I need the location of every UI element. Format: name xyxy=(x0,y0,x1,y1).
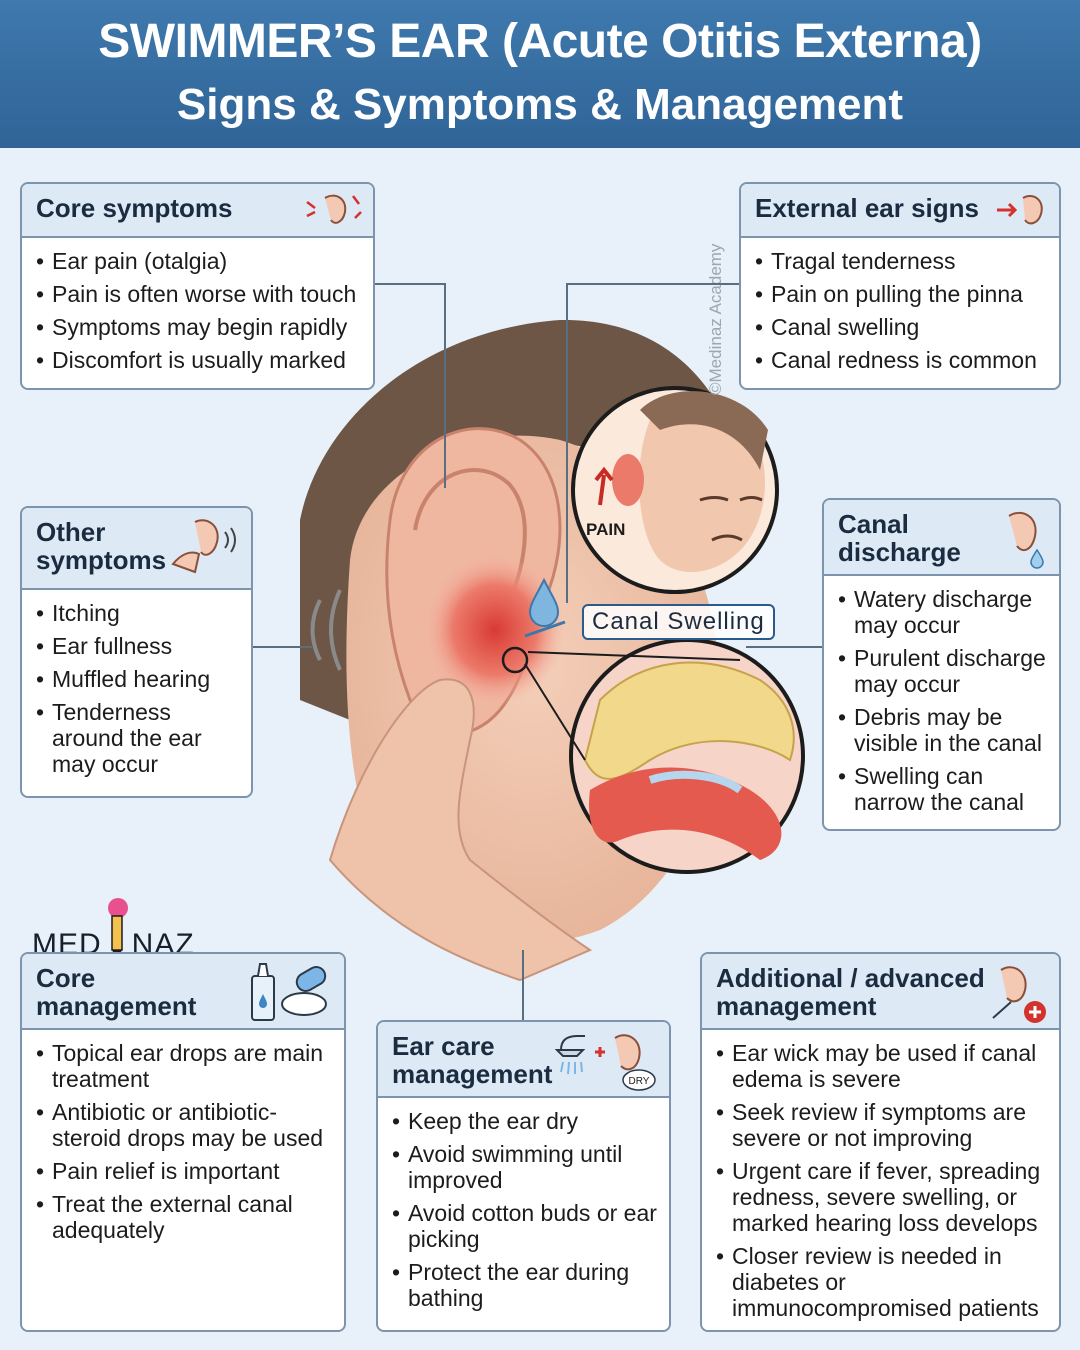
ear-pain-icon xyxy=(306,194,362,224)
sound-wave-icon xyxy=(310,599,322,661)
card-header: Other symptoms xyxy=(22,508,251,590)
header-banner: SWIMMER’S EAR (Acute Otitis Externa) Sig… xyxy=(0,0,1080,148)
list-item: Seek review if symptoms are severe or no… xyxy=(716,1099,1049,1151)
list-item: Avoid cotton buds or ear picking xyxy=(392,1200,659,1252)
canal-marker xyxy=(501,646,529,674)
card-core-management: Core management Topical ear drops are ma… xyxy=(20,952,346,1332)
card-header: Ear care management DRY xyxy=(378,1022,669,1098)
bone-tissue xyxy=(583,661,795,780)
list-item: Watery discharge may occur xyxy=(838,586,1049,638)
sound-wave-icon xyxy=(329,589,342,671)
card-ear-care-management: Ear care management DRY Keep the ear dry… xyxy=(376,1020,671,1332)
list-item: Discomfort is usually marked xyxy=(36,347,363,373)
card-title-line1: Canal xyxy=(838,509,909,539)
list-item: Antibiotic or antibiotic-steroid drops m… xyxy=(36,1099,334,1151)
hand-shape xyxy=(328,678,593,982)
page-subtitle: Signs & Symptoms & Management xyxy=(176,80,904,129)
list-item: Purulent discharge may occur xyxy=(838,645,1049,697)
leader-line xyxy=(444,283,446,488)
dry-badge: DRY xyxy=(629,1076,650,1087)
list-item: Pain on pulling the pinna xyxy=(755,281,1049,307)
list-item: Keep the ear dry xyxy=(392,1108,659,1134)
hand-ear-icon xyxy=(171,519,236,574)
card-advanced-management: Additional / advanced management Ear wic… xyxy=(700,952,1061,1332)
list-item: Ear fullness xyxy=(36,633,241,659)
card-title-line1: Additional / advanced xyxy=(716,963,985,993)
leader-line xyxy=(522,950,524,1022)
page-title: SWIMMER’S EAR (Acute Otitis Externa) xyxy=(98,15,982,68)
pain-label: PAIN xyxy=(586,520,626,539)
card-core-symptoms: Core symptoms Ear pain (otalgia) Pain is… xyxy=(20,182,375,390)
leader-line xyxy=(252,646,312,648)
card-title-line1: Other xyxy=(36,517,106,547)
list-item: Swelling can narrow the canal xyxy=(838,763,1049,815)
card-header: Additional / advanced management xyxy=(702,954,1059,1030)
canal-fluid xyxy=(648,770,743,794)
swab-icon xyxy=(524,620,566,638)
card-header: Core symptoms xyxy=(22,184,373,238)
shower-ear-dry-icon: DRY xyxy=(555,1034,656,1091)
list-item: Ear wick may be used if canal edema is s… xyxy=(716,1040,1049,1092)
list-item: Closer review is needed in diabetes or i… xyxy=(716,1243,1049,1321)
face-hair xyxy=(640,391,768,470)
inset-connector xyxy=(524,663,586,761)
card-canal-discharge: Canal discharge Watery discharge may occ… xyxy=(822,498,1061,831)
inset-ear xyxy=(612,454,644,506)
card-header: External ear signs xyxy=(741,184,1059,238)
leader-line xyxy=(746,646,822,648)
list-item: Itching xyxy=(36,600,241,626)
list-item: Pain relief is important xyxy=(36,1158,334,1184)
card-title: External ear signs xyxy=(755,193,979,223)
list-item: Muffled hearing xyxy=(36,666,241,692)
card-title: Core symptoms xyxy=(36,193,233,223)
card-title-line2: symptoms xyxy=(36,545,167,575)
card-title-line1: Core xyxy=(36,963,96,993)
arrow-up-icon xyxy=(594,466,614,506)
list-item: Debris may be visible in the canal xyxy=(838,704,1049,756)
list-item: Canal redness is common xyxy=(755,347,1049,373)
card-header: Canal discharge xyxy=(824,500,1059,576)
card-other-symptoms: Other symptoms Itching Ear fullness Muff… xyxy=(20,506,253,798)
list-item: Tragal tenderness xyxy=(755,248,1049,274)
card-title-line2: management xyxy=(716,991,877,1021)
ear-drops-pill-icon xyxy=(251,963,327,1021)
list-item: Avoid swimming until improved xyxy=(392,1141,659,1193)
card-external-ear-signs: External ear signs Tragal tenderness Pai… xyxy=(739,182,1061,390)
card-title-line2: management xyxy=(392,1059,553,1089)
list-item: Canal swelling xyxy=(755,314,1049,340)
ear-illustration xyxy=(300,319,805,982)
inset-connector xyxy=(527,651,741,661)
list-item: Symptoms may begin rapidly xyxy=(36,314,363,340)
list-item: Protect the ear during bathing xyxy=(392,1259,659,1311)
leader-line xyxy=(374,283,446,285)
leader-line xyxy=(566,283,740,285)
inflammation-area xyxy=(425,555,565,705)
face-shape xyxy=(639,407,765,572)
list-item: Treat the external canal adequately xyxy=(36,1191,334,1243)
list-item: Pain is often worse with touch xyxy=(36,281,363,307)
list-item: Topical ear drops are main treatment xyxy=(36,1040,334,1092)
list-item: Urgent care if fever, spreading redness,… xyxy=(716,1158,1049,1236)
ear-arrow-icon xyxy=(997,195,1043,225)
canal-swelling-label: Canal Swelling xyxy=(582,604,775,640)
swollen-canal xyxy=(589,767,782,860)
card-title-line2: discharge xyxy=(838,537,961,567)
ear-drop-icon xyxy=(1008,511,1044,569)
list-item: Ear pain (otalgia) xyxy=(36,248,363,274)
ear-swab-plus-icon xyxy=(992,966,1046,1023)
leader-line xyxy=(566,283,568,603)
card-title-line1: Ear care xyxy=(392,1031,495,1061)
card-title-line2: management xyxy=(36,991,197,1021)
card-header: Core management xyxy=(22,954,344,1030)
pained-expression xyxy=(699,496,763,542)
watermark: ©Medinaz Academy xyxy=(706,243,725,395)
list-item: Tenderness around the ear may occur xyxy=(36,699,241,777)
droplet-icon xyxy=(528,577,560,627)
pencil-logo-icon xyxy=(107,898,128,960)
